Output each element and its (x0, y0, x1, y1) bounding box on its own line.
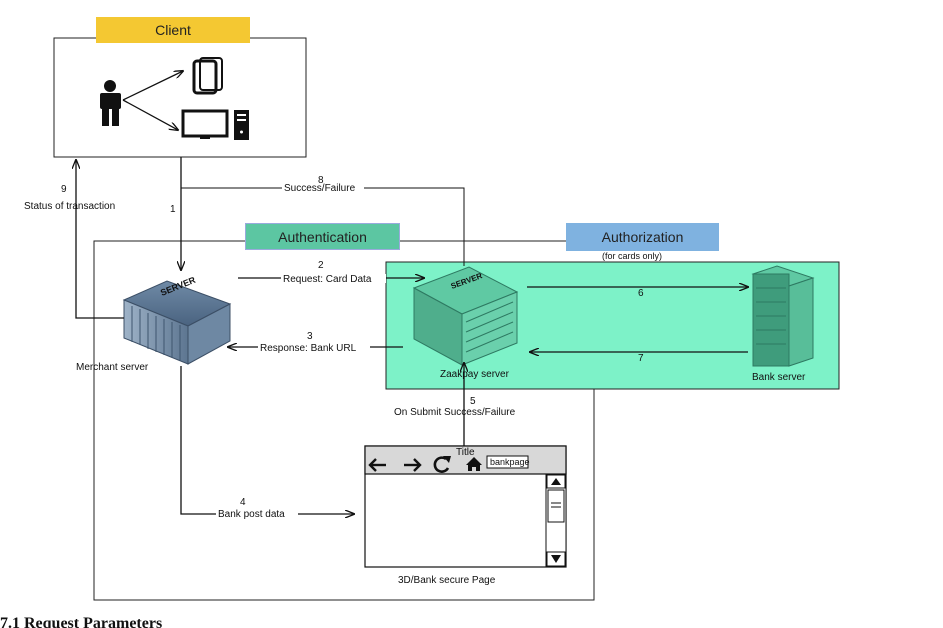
bank-server-label: Bank server (752, 372, 806, 383)
step-4-number: 4 (240, 497, 246, 508)
secure-page-label: 3D/Bank secure Page (398, 575, 496, 586)
step-9-label: Status of transaction (24, 201, 115, 212)
step-9-number: 9 (61, 184, 67, 195)
step-7-number: 7 (638, 353, 644, 364)
scroll-thumb-icon[interactable] (547, 489, 565, 523)
arrow-step-4 (180, 366, 354, 514)
step-5-label: On Submit Success/Failure (394, 407, 516, 418)
step-5-number: 5 (470, 396, 476, 407)
server-icon (751, 265, 815, 367)
step-6-number: 6 (638, 288, 644, 299)
step-1-number: 1 (170, 204, 176, 215)
client-banner: Client (96, 17, 250, 43)
scroll-down-icon[interactable] (546, 551, 566, 567)
step-2-number: 2 (318, 260, 324, 271)
step-4-label: Bank post data (218, 509, 285, 520)
address-bar-text: bankpage (490, 457, 530, 467)
server-icon: SERVER (122, 275, 232, 365)
step-3-number: 3 (307, 331, 313, 342)
arrow-step-8 (181, 187, 465, 266)
home-icon[interactable] (466, 457, 482, 471)
tablet-icon (192, 57, 223, 95)
step-3-label: Response: Bank URL (260, 343, 357, 354)
scroll-up-icon[interactable] (546, 474, 566, 489)
desktop-tower-icon (234, 110, 249, 140)
refresh-icon[interactable] (433, 456, 451, 473)
authentication-banner: Authentication (245, 223, 400, 250)
server-icon: SERVER (412, 266, 519, 366)
zaakpay-server-label: Zaakpay server (440, 369, 510, 380)
authorization-banner: Authorization (566, 223, 719, 251)
back-arrow-icon[interactable] (368, 458, 386, 472)
secure-page-window: Title bankpage (364, 445, 567, 568)
monitor-icon (181, 109, 229, 139)
browser-title: Title (456, 447, 475, 458)
client-box (53, 37, 307, 158)
merchant-server-label: Merchant server (76, 362, 149, 373)
forward-arrow-icon[interactable] (404, 458, 422, 472)
merchant-boundary (93, 240, 595, 601)
section-heading: 7.1 Request Parameters (0, 615, 163, 628)
step-2-label: Request: Card Data (283, 274, 372, 285)
arrow-step-9 (76, 160, 124, 319)
step-8-label: Success/Failure (284, 183, 356, 194)
step-8-number: 8 (318, 175, 324, 186)
person-icon (100, 80, 121, 126)
address-bar[interactable] (486, 455, 529, 469)
cards-only-note: (for cards only) (602, 251, 662, 261)
